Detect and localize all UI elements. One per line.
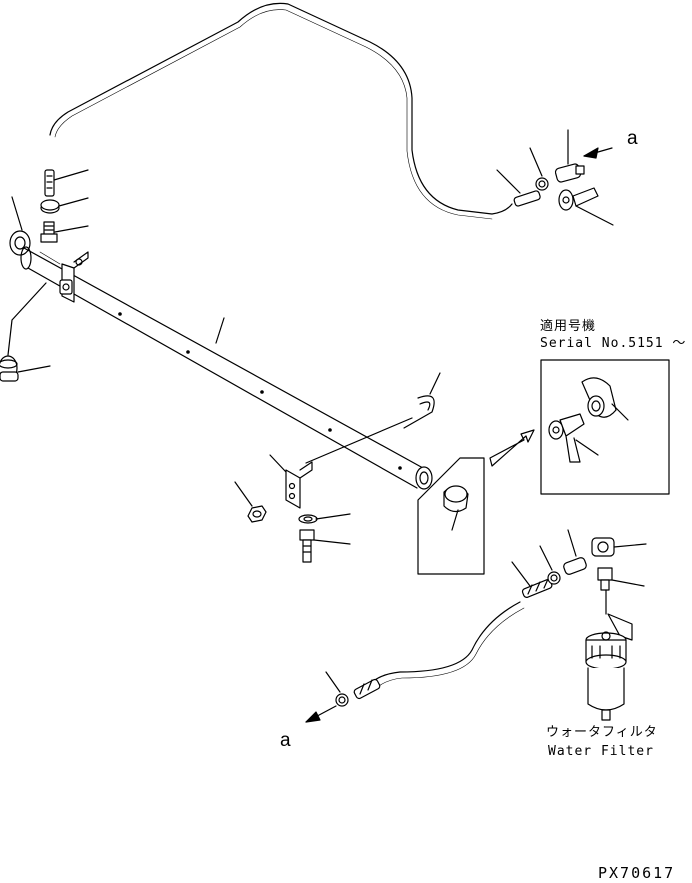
leader-hex-nut	[234, 481, 253, 507]
upper-right-nut	[535, 177, 549, 191]
leader-end-cap	[17, 365, 51, 373]
upper-hose-sleeve	[44, 169, 55, 197]
drawing-code: PX70617	[598, 864, 676, 882]
lower-left-nut	[335, 693, 349, 707]
leader-tee-fitting	[613, 543, 647, 548]
nipple-fitting	[40, 221, 58, 243]
clamp-ring	[40, 199, 60, 214]
water-filter-label-en: Water Filter	[548, 744, 654, 759]
lower-hose	[369, 601, 521, 685]
leader-inset-cock	[575, 439, 599, 456]
lower-left-sleeve	[353, 678, 381, 700]
leader-lower-left-nut	[325, 671, 341, 693]
lower-right-nut	[547, 571, 561, 585]
upper-hose-inner	[54, 9, 493, 220]
arrow-a-bottom-head	[305, 711, 321, 723]
leader-upper-right-sleeve	[496, 169, 521, 194]
leader-lower-right-connector	[567, 529, 577, 557]
lower-hose-inner	[373, 607, 525, 691]
upper-right-sleeve	[513, 190, 541, 207]
leader-upper-right-cock	[575, 205, 614, 226]
leader-inset-plug	[611, 403, 629, 421]
panel-plug	[443, 485, 469, 513]
serial-note-jp: 適用号機	[540, 319, 597, 334]
bolt	[299, 529, 315, 563]
hose-clip	[403, 395, 435, 429]
tee-fitting	[591, 537, 615, 557]
leader-panel-plug	[451, 509, 459, 531]
leader-lower-right-nut	[539, 545, 553, 571]
filter-nipple	[597, 567, 613, 591]
leader-upper-right-nut	[529, 147, 543, 177]
serial-note-en: Serial No.5151 〜	[540, 336, 687, 351]
leader-lower-bracket	[269, 454, 287, 473]
leader-plug-ring	[11, 196, 23, 231]
leader-sleeve	[53, 169, 89, 181]
lower-bracket	[285, 461, 313, 509]
hex-nut	[247, 505, 267, 523]
leader-lower-right-sleeve	[511, 561, 531, 587]
plug-ring	[9, 230, 31, 256]
upper-right-cock	[558, 187, 599, 211]
inset-plug-ring	[581, 377, 617, 418]
inset-cock	[548, 413, 585, 463]
inset-arrow	[489, 429, 535, 467]
leader-filter-nipple	[611, 579, 645, 587]
arrow-a-top-head	[583, 147, 599, 159]
washer	[298, 514, 318, 524]
upper-right-connector	[554, 163, 585, 183]
lower-right-connector	[563, 557, 587, 575]
water-filter-label-jp: ウォータフィルタ	[546, 725, 658, 740]
water-filter	[585, 613, 633, 721]
ref-mark-a-bottom: a	[280, 730, 291, 751]
main-pipe	[20, 246, 433, 490]
end-cap	[0, 355, 19, 382]
view-panel	[417, 457, 485, 575]
leader-washer	[315, 513, 351, 520]
leader-clamp	[58, 197, 89, 207]
leader-nipple	[54, 225, 89, 233]
serial-inset-box	[540, 359, 670, 495]
leader-end-cap-path	[7, 282, 47, 356]
pipe-bracket	[59, 251, 89, 303]
upper-hose	[49, 2, 513, 215]
ref-mark-a-top: a	[627, 128, 638, 149]
leader-main-pipe	[215, 317, 225, 344]
leader-hose-clip	[429, 372, 441, 395]
leader-bolt	[313, 539, 351, 545]
support-stay	[305, 417, 413, 464]
